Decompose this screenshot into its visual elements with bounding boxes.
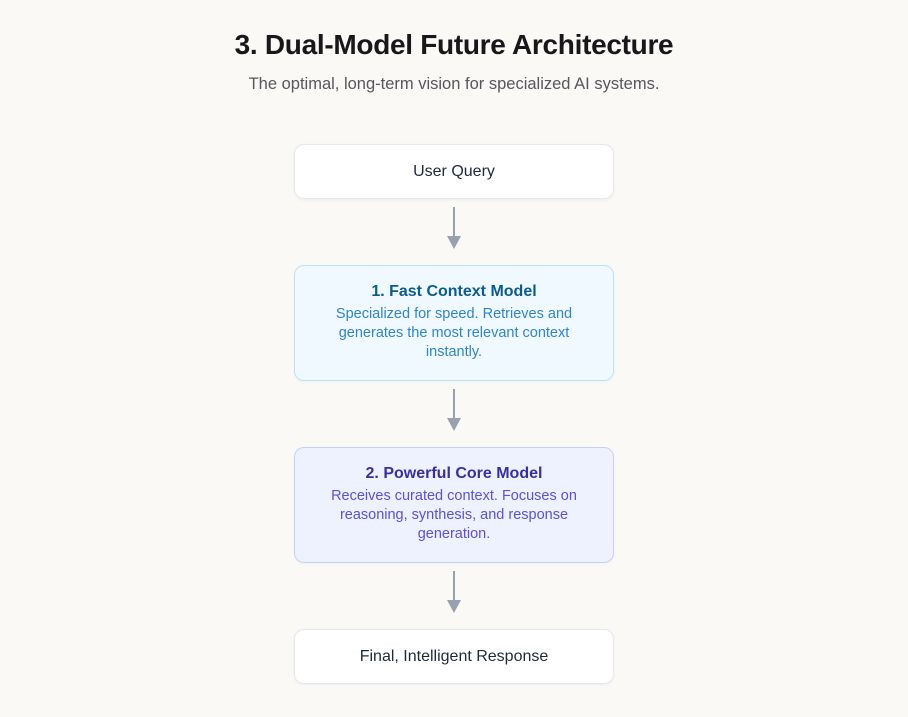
node-fast-context-model: 1. Fast Context Model Specialized for sp… <box>294 265 614 381</box>
down-arrow-icon <box>447 207 461 249</box>
connector-3 <box>294 563 614 629</box>
connector-1 <box>294 199 614 265</box>
node-fast-context-model-title: 1. Fast Context Model <box>371 283 537 300</box>
node-powerful-core-model: 2. Powerful Core Model Receives curated … <box>294 447 614 563</box>
page-title: 3. Dual-Model Future Architecture <box>234 29 674 60</box>
node-user-query-label: User Query <box>413 163 495 180</box>
page-header: 3. Dual-Model Future Architecture The op… <box>0 0 908 94</box>
down-arrow-icon <box>447 389 461 431</box>
node-powerful-core-model-title: 2. Powerful Core Model <box>365 465 543 482</box>
page-subtitle: The optimal, long-term vision for specia… <box>248 75 660 93</box>
node-powerful-core-model-description: Receives curated context. Focuses on rea… <box>331 488 577 542</box>
connector-2 <box>294 381 614 447</box>
node-final-response: Final, Intelligent Response <box>294 629 614 684</box>
node-fast-context-model-description: Specialized for speed. Retrieves and gen… <box>335 306 573 360</box>
node-user-query: User Query <box>294 144 614 199</box>
down-arrow-icon <box>447 571 461 613</box>
node-final-response-label: Final, Intelligent Response <box>359 648 549 665</box>
flow-diagram: User Query 1. Fast Context Model Special… <box>294 144 614 684</box>
